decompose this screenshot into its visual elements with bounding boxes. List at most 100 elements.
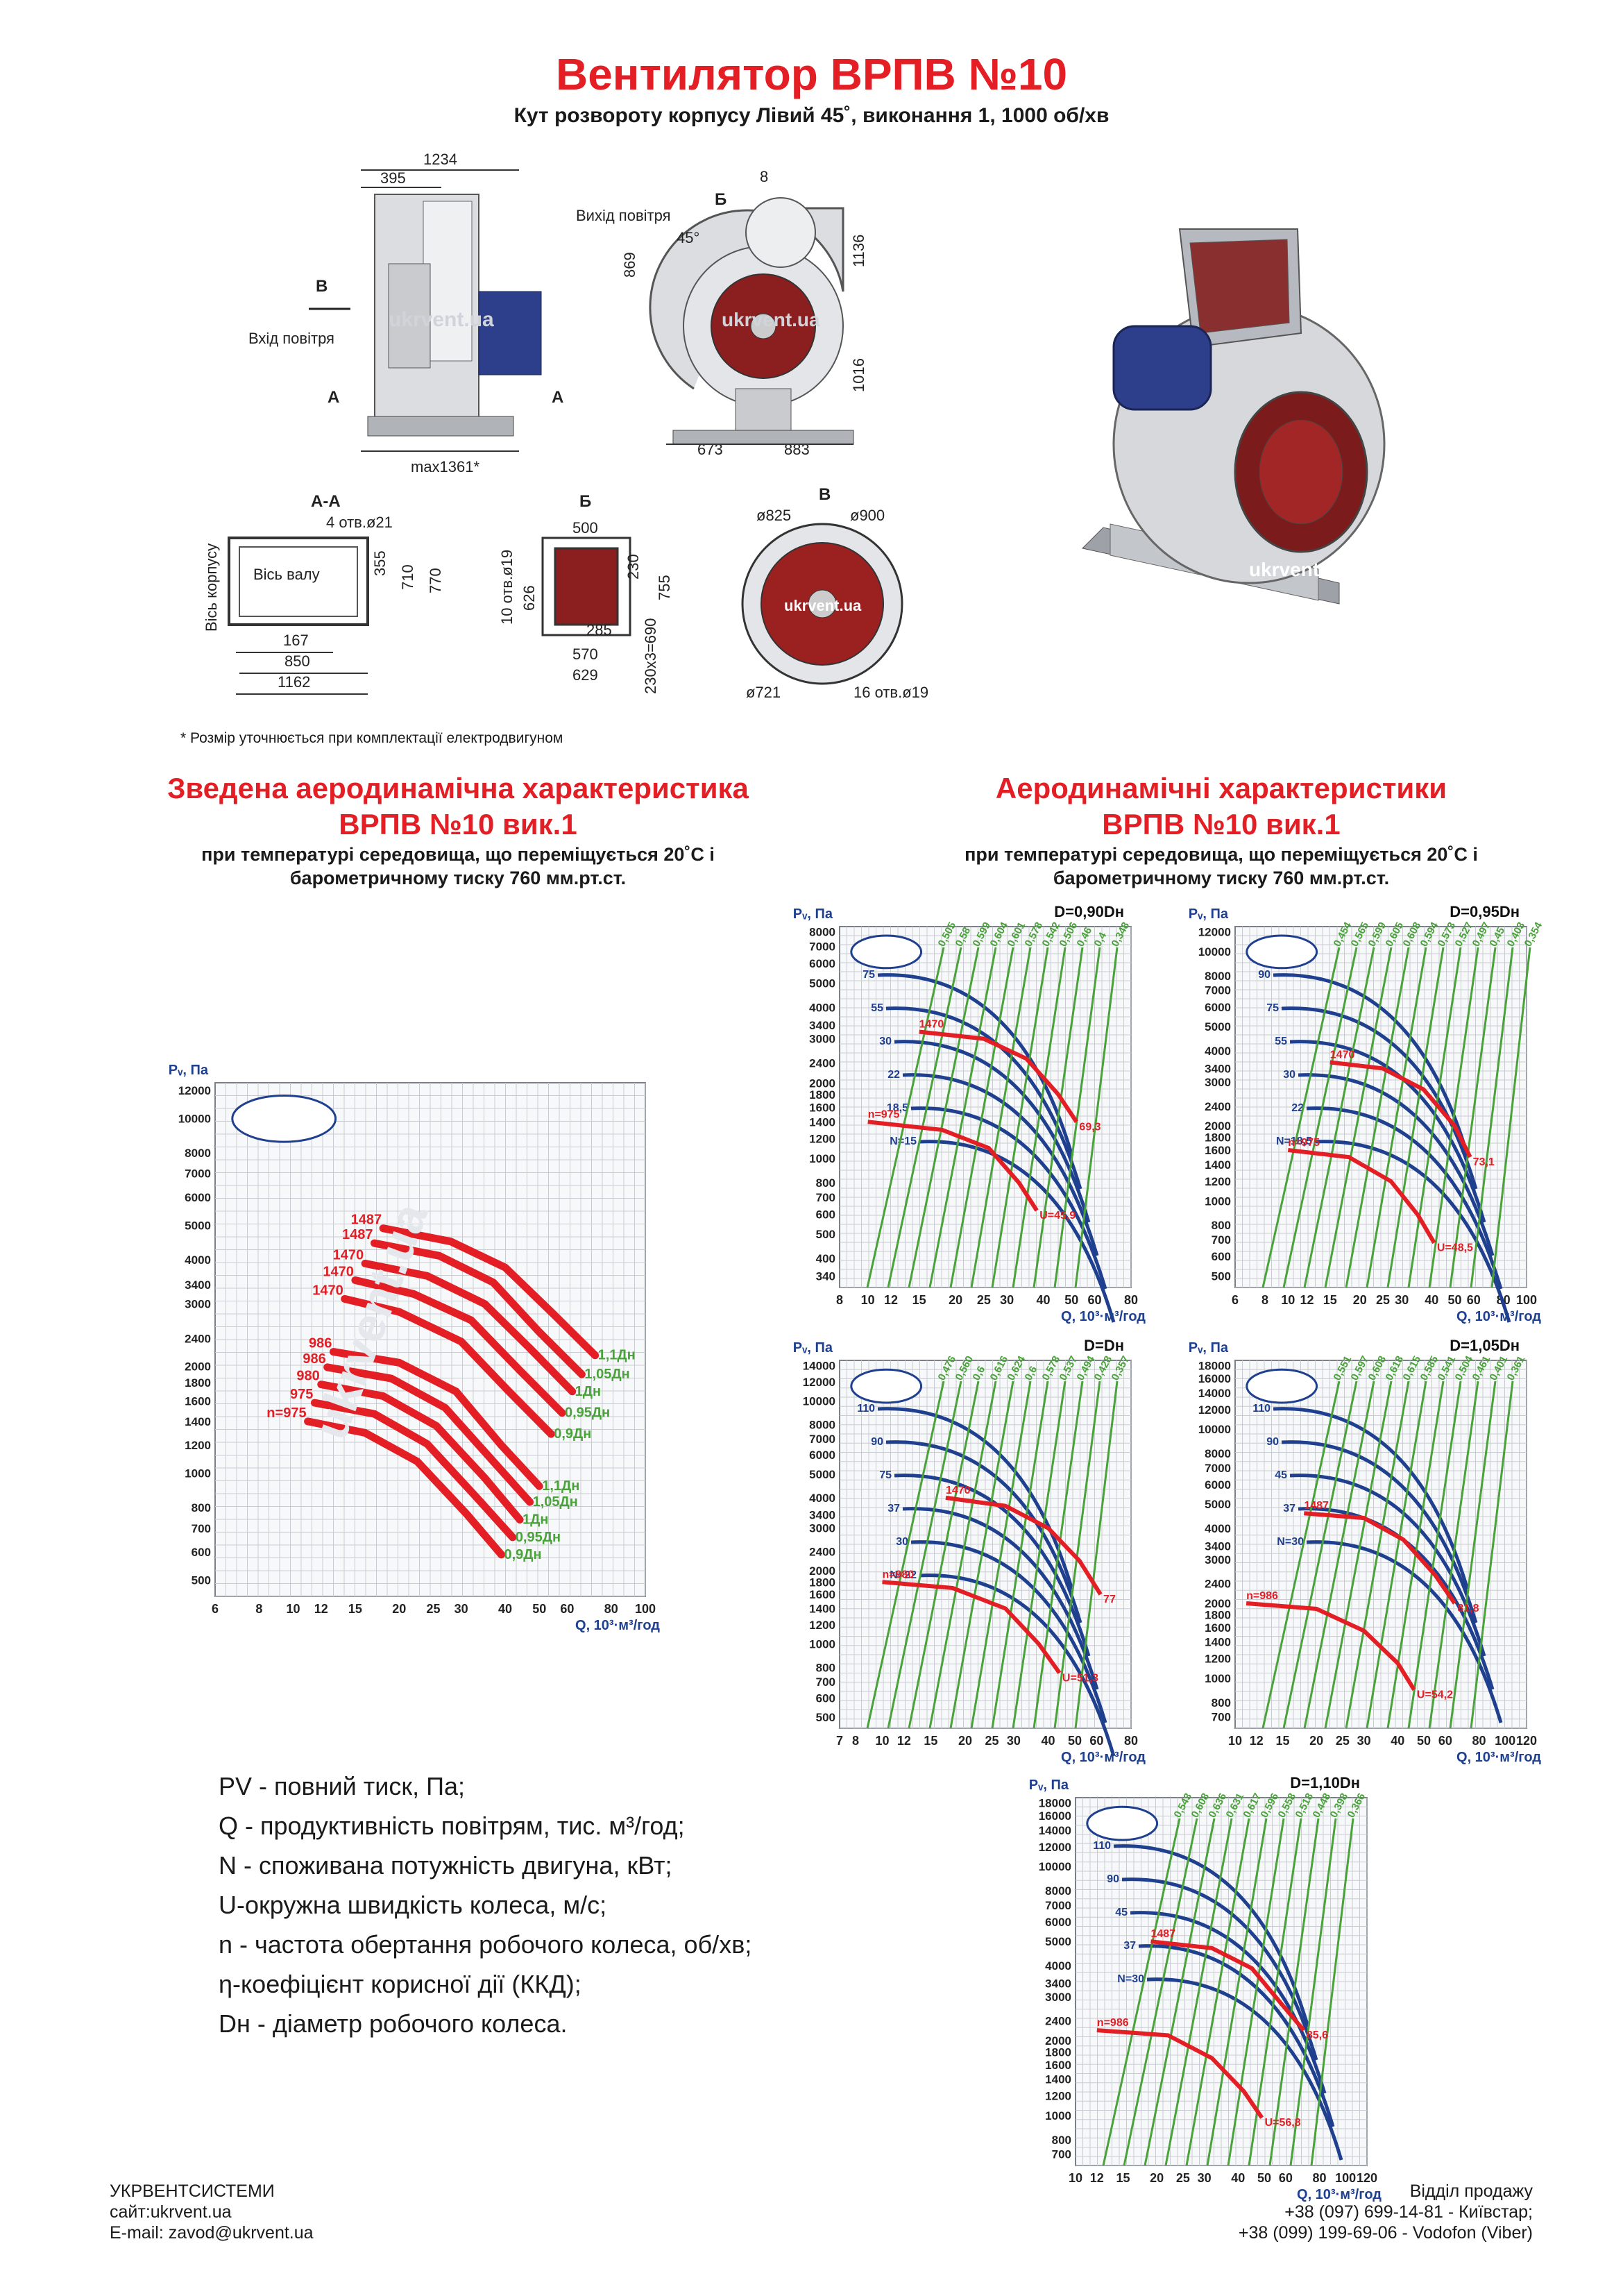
y-tick-label: 1600 <box>185 1394 211 1408</box>
dim-1016: 1016 <box>850 358 867 392</box>
series-line <box>329 1348 543 1490</box>
footer-phone2[interactable]: +38 (099) 199-69-06 - Vodofon (Viber) <box>1238 2223 1533 2243</box>
speed-curve <box>1150 1939 1306 2032</box>
x-tick-label: 60 <box>1438 1734 1452 1748</box>
footer-site[interactable]: сайт:ukrvent.ua <box>110 2202 232 2222</box>
x-tick-label: 12 <box>884 1293 898 1307</box>
efficiency-line <box>1324 947 1393 1288</box>
chart-title: D=0,95Dн <box>1450 903 1520 920</box>
y-tick-label: 800 <box>1052 2134 1071 2147</box>
b-holes: 10 отв.ø19 <box>498 550 516 625</box>
efficiency-line <box>928 1381 997 1729</box>
y-tick-label: 1400 <box>1205 1636 1231 1649</box>
logo-badge-icon <box>1246 1368 1318 1404</box>
efficiency-line <box>949 1381 1014 1729</box>
x-tick-label: 12 <box>897 1734 911 1748</box>
dim-770: 770 <box>427 568 444 593</box>
y-tick-label: 340 <box>816 1269 835 1283</box>
power-label: 22 <box>1291 1102 1304 1114</box>
efficiency-line <box>1268 1818 1320 2166</box>
y-tick-label: 10000 <box>1198 1423 1231 1436</box>
power-label: N=30 <box>1117 1973 1144 1985</box>
x-tick-label: 25 <box>1176 2171 1190 2185</box>
y-tick-label: 6000 <box>809 1449 835 1462</box>
legend-symbol: N <box>219 1851 237 1880</box>
footer-phone1[interactable]: +38 (097) 699-14-81 - Київстар; <box>1284 2202 1533 2222</box>
power-label: 45 <box>1275 1469 1287 1481</box>
y-tick-label: 10000 <box>803 1395 835 1408</box>
dim-755: 755 <box>656 575 673 600</box>
speed-curve <box>919 1029 1078 1123</box>
legend-item: η-коефіцієнт корисної дії (ККД); <box>219 1964 751 2004</box>
y-tick-label: 3000 <box>185 1298 211 1311</box>
footer-email[interactable]: E-mail: zavod@ukrvent.ua <box>110 2223 314 2243</box>
speed-curve <box>1304 1511 1456 1605</box>
dim-285: 285 <box>586 621 612 639</box>
series-speed-label: 975 <box>290 1387 313 1402</box>
x-tick-label: 15 <box>1116 2171 1130 2185</box>
efficiency-line <box>1144 1818 1216 2166</box>
x-tick-label: 80 <box>1312 2171 1326 2185</box>
y-axis-label: Pᵥ, Па <box>793 1340 833 1356</box>
speed-label: 1470 <box>919 1019 944 1031</box>
legend-symbol: Q <box>219 1812 239 1840</box>
series-line <box>317 1381 524 1523</box>
dim-395: 395 <box>380 169 406 187</box>
y-tick-label: 12000 <box>803 1376 835 1389</box>
x-tick-label: 100 <box>1516 1293 1537 1307</box>
efficiency-line <box>1012 1381 1067 1729</box>
characteristic-curve <box>1281 1006 1478 1190</box>
y-tick-label: 1000 <box>1205 1195 1231 1208</box>
side-view: 1234 395 max1361* В Вхід повітря А А ukr… <box>248 151 563 475</box>
x-tick-label: 25 <box>1336 1734 1350 1748</box>
y-tick-label: 700 <box>1052 2148 1071 2161</box>
y-tick-label: 2400 <box>1045 2015 1071 2028</box>
y-tick-label: 8000 <box>1205 1447 1231 1460</box>
power-label: 37 <box>1283 1503 1295 1514</box>
x-tick-label: 60 <box>1089 1734 1103 1748</box>
speed-label: 1487 <box>1150 1928 1175 1940</box>
x-tick-label: 10 <box>861 1293 875 1307</box>
speed-label: n=980 <box>882 1569 914 1580</box>
x-tick-label: 50 <box>1417 1734 1431 1748</box>
dim-869: 869 <box>621 252 638 278</box>
characteristic-curve <box>919 1573 1116 1757</box>
efficiency-line <box>949 947 1014 1288</box>
y-tick-label: 12000 <box>178 1084 211 1097</box>
y-tick-label: 4000 <box>1045 1959 1071 1973</box>
speed-curve <box>945 1495 1103 1596</box>
x-tick-label: 80 <box>1124 1734 1138 1748</box>
y-tick-label: 3000 <box>809 1522 835 1535</box>
footer-left: УКРВЕНТСИСТЕМИ сайт:ukrvent.ua E-mail: z… <box>110 2181 314 2243</box>
x-tick-label: 50 <box>1068 1734 1082 1748</box>
footnote: * Розмір уточнюється при комплектації ел… <box>180 730 563 746</box>
y-tick-label: 500 <box>192 1574 211 1587</box>
legend-symbol: PV <box>219 1772 253 1800</box>
page-subtitle: Кут розвороту корпусу Лівий 45˚, виконан… <box>513 104 1110 127</box>
y-tick-label: 700 <box>1212 1233 1231 1247</box>
x-tick-label: 25 <box>985 1734 999 1748</box>
speed-end-label: 69,3 <box>1079 1121 1101 1133</box>
efficiency-line <box>1227 1818 1285 2166</box>
y-tick-label: 1200 <box>185 1439 211 1452</box>
legend-text: -коефіцієнт корисної дії (ККД); <box>232 1970 581 1998</box>
left-section-header: Зведена аеродинамічна характеристика ВРП… <box>111 770 805 890</box>
x-axis-label: Q, 10³·м³/год <box>575 1618 660 1633</box>
chart-title: D=Dн <box>1084 1337 1124 1354</box>
characteristic-curve <box>894 1040 1091 1223</box>
efficiency-line <box>908 1381 980 1729</box>
efficiency-line <box>1185 1818 1250 2166</box>
y-tick-label: 7000 <box>1205 984 1231 997</box>
y-tick-label: 14000 <box>1198 1387 1231 1400</box>
series-diameter-label: 0,9Дн <box>504 1547 541 1562</box>
y-axis-label: Pᵥ, Па <box>793 906 833 922</box>
y-tick-label: 12000 <box>1198 1403 1231 1417</box>
x-tick-label: 12 <box>314 1602 328 1616</box>
efficiency-line <box>1310 1818 1354 2166</box>
speed-label: 1470 <box>1330 1049 1355 1061</box>
logo-badge-icon <box>850 1368 923 1404</box>
y-tick-label: 3000 <box>1205 1076 1231 1089</box>
y-tick-label: 3400 <box>1205 1539 1231 1553</box>
series-diameter-label: 0,95Дн <box>516 1530 561 1545</box>
